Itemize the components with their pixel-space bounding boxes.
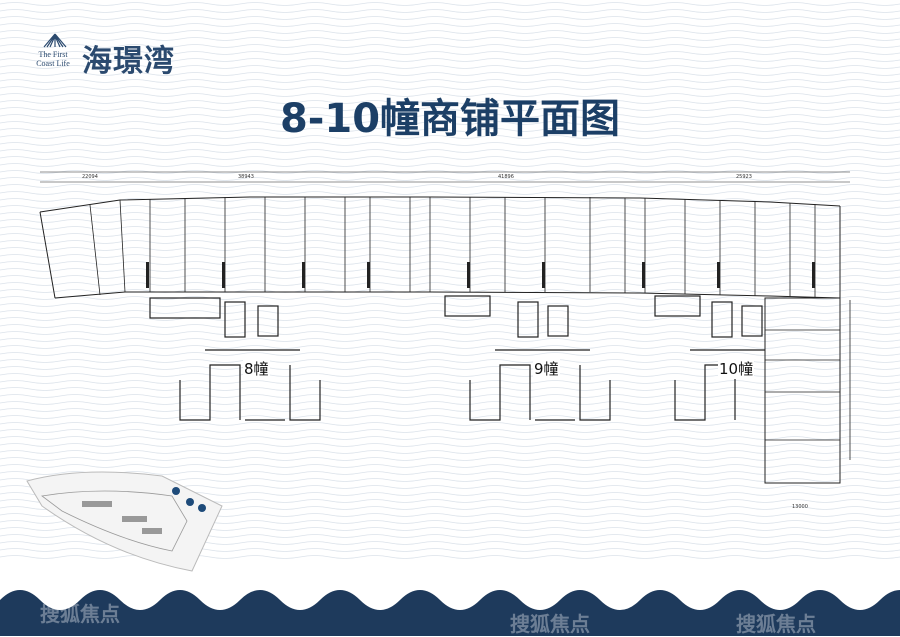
floor-plan: 22094 38943 41896 25923 13000 bbox=[39, 171, 851, 510]
location-marker-icon bbox=[172, 487, 206, 512]
brand-english-name: The First Coast Life bbox=[36, 50, 70, 68]
building-label-10: 10幢 bbox=[718, 358, 755, 379]
dimension-label: 38943 bbox=[238, 174, 254, 180]
watermark: 搜狐焦点 bbox=[736, 614, 816, 636]
dimension-label: 25923 bbox=[736, 174, 752, 180]
watermark: 搜狐焦点 bbox=[510, 614, 590, 636]
brand-chinese-name: 海璟湾 bbox=[82, 44, 175, 79]
bottom-wave-band bbox=[0, 590, 900, 636]
fan-logo-icon bbox=[43, 33, 67, 48]
dimension-label: 41896 bbox=[498, 174, 514, 180]
building-label-8: 8幢 bbox=[243, 358, 270, 379]
brand-logo: The First Coast Life 海璟湾 bbox=[36, 32, 186, 79]
dimension-label: 22094 bbox=[82, 174, 98, 180]
watermark: 搜狐焦点 bbox=[40, 604, 120, 626]
dimension-label: 13000 bbox=[792, 504, 808, 510]
site-location-map bbox=[26, 471, 223, 572]
building-label-9: 9幢 bbox=[533, 358, 560, 379]
page-title: 8-10幢商铺平面图 bbox=[279, 96, 621, 142]
